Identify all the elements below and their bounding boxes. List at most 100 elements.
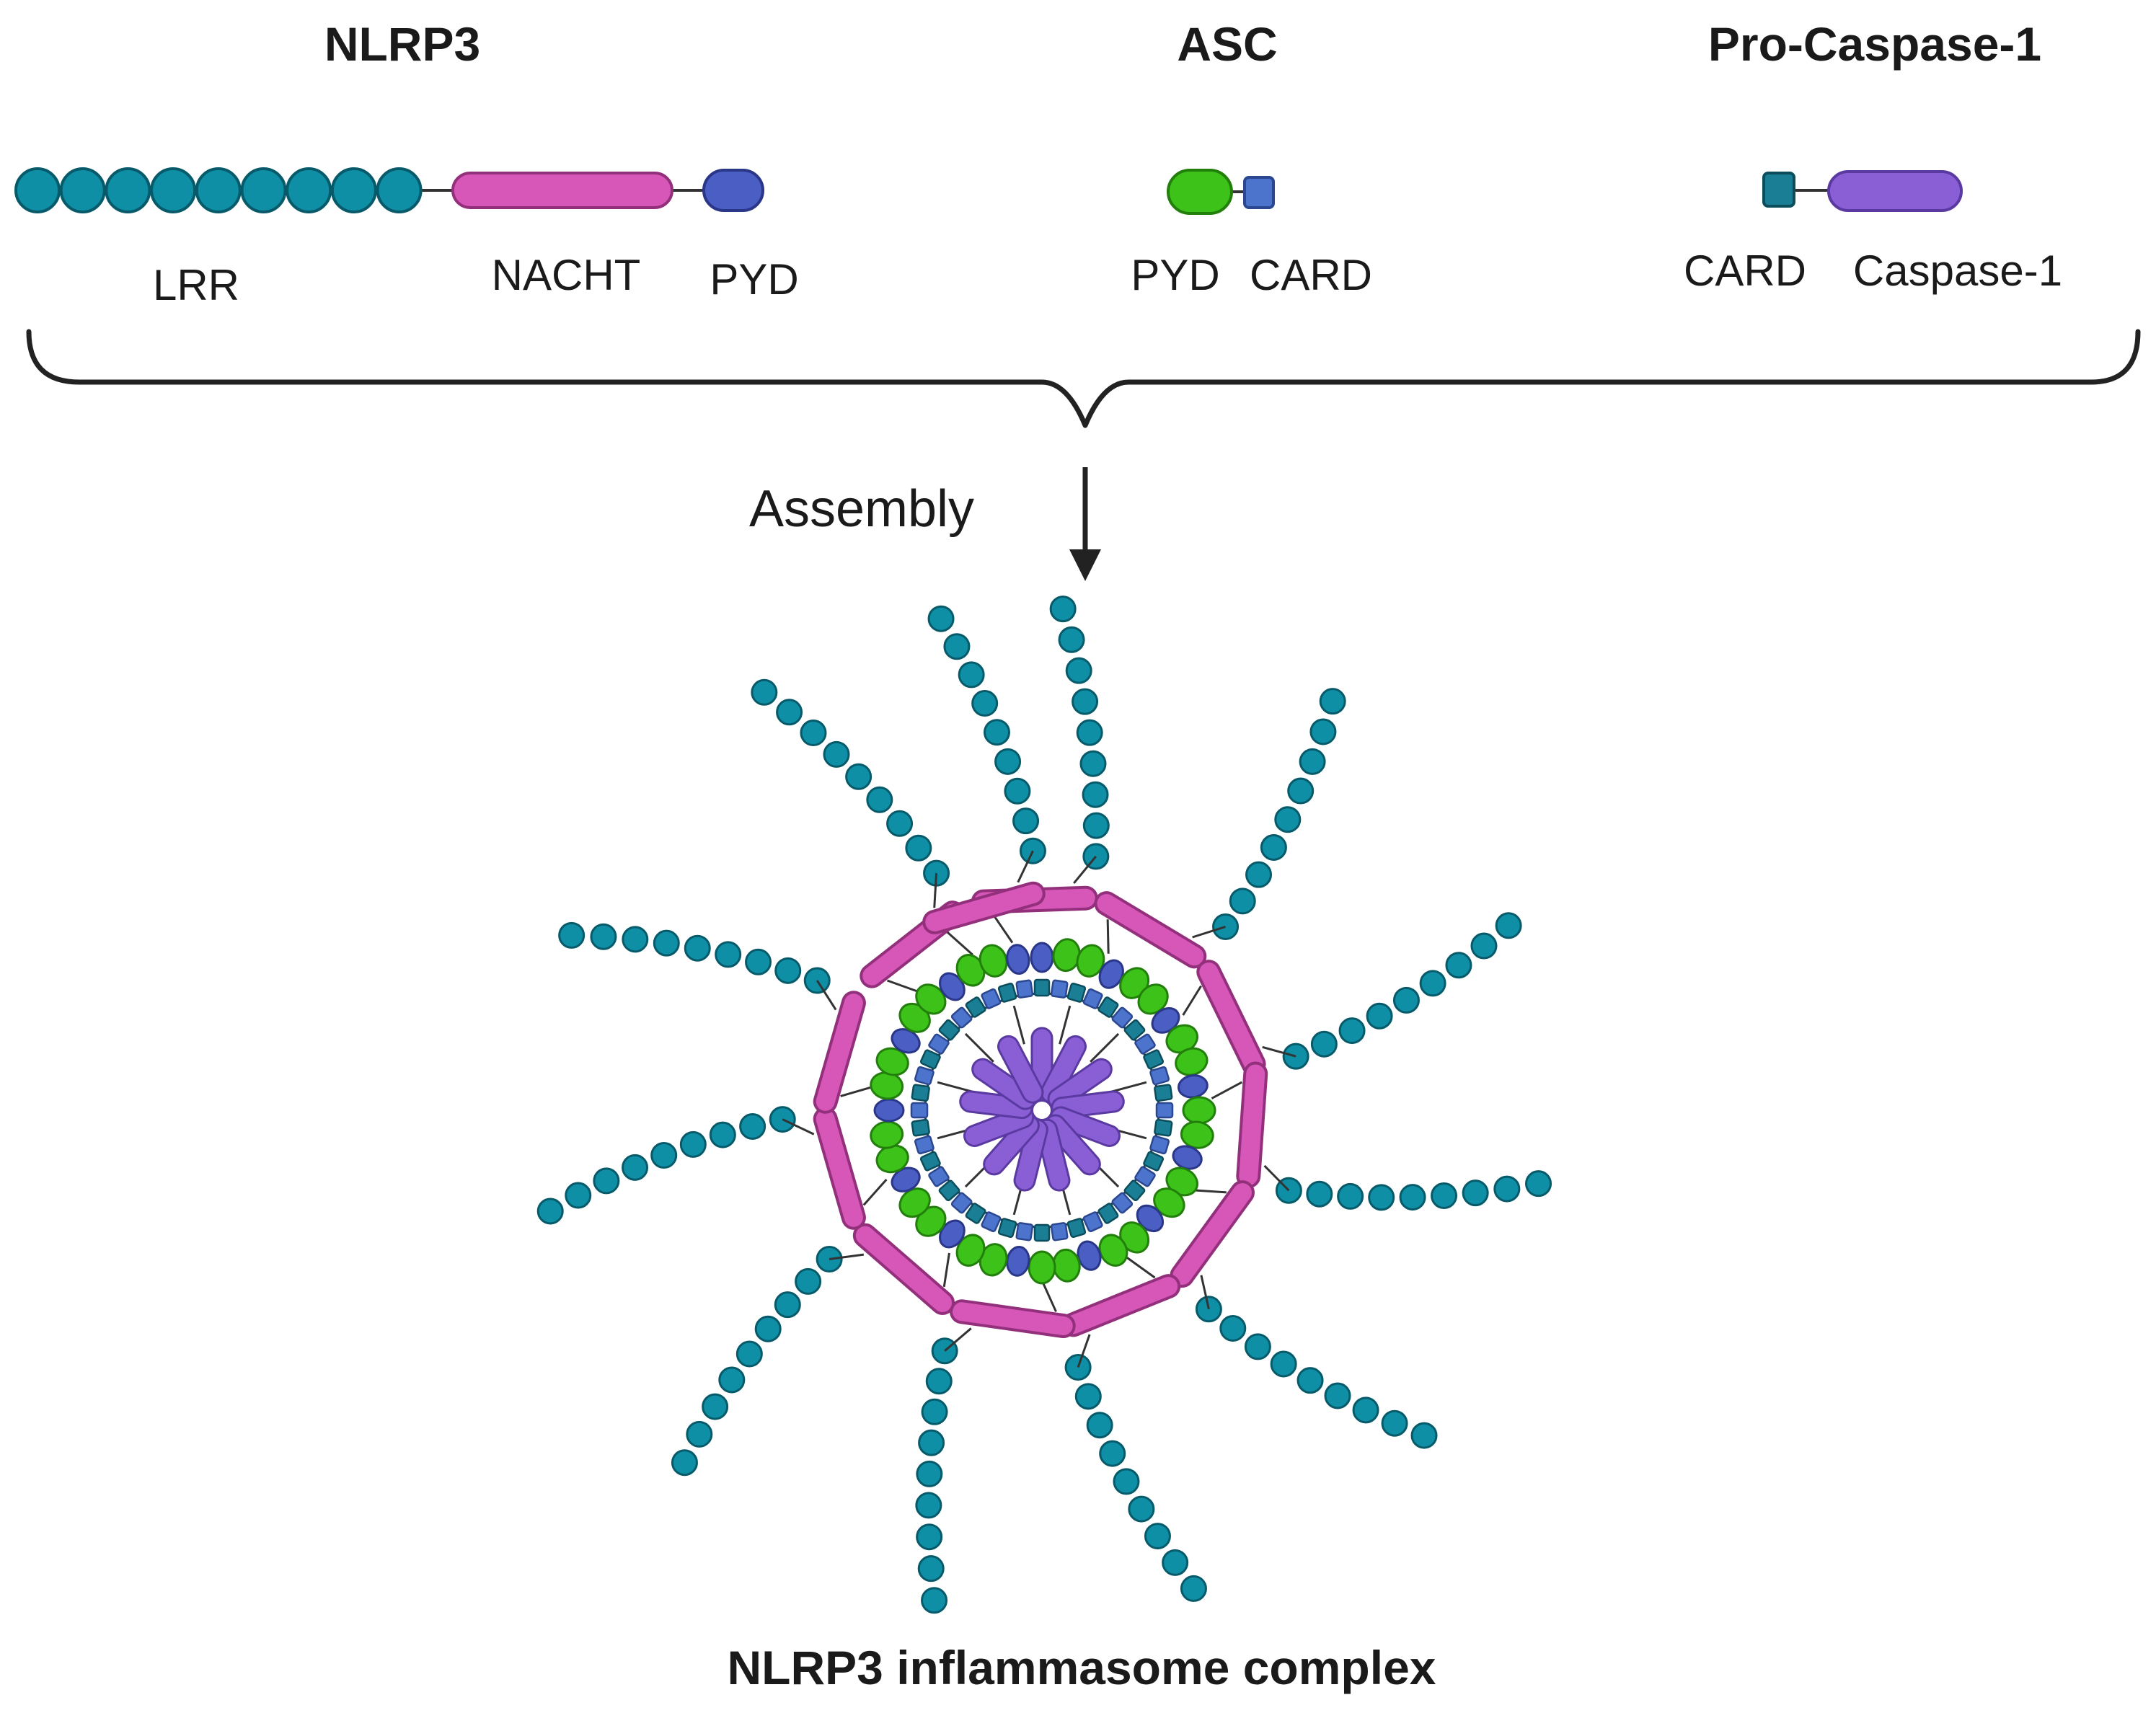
lrr-bead [1431,1182,1458,1210]
asc-pyd-bead [1182,1096,1216,1125]
lrr-bead [59,167,106,213]
lrr-bead [709,1121,736,1148]
casp-card-square [1123,1179,1146,1202]
lrr-label: LRR [153,261,239,309]
lrr-bead [1309,718,1337,745]
lrr-bead [715,941,742,968]
casp-card-square [1097,1203,1119,1224]
lrr-bead [1049,596,1077,623]
lrr-bead [1099,1440,1126,1467]
nlrp3-pyd-bead [873,1098,905,1123]
linker [829,1253,865,1260]
linker [1211,1081,1242,1099]
nacht-domain [451,172,673,209]
lrr-bead [1244,1333,1271,1360]
lrr-bead [1319,688,1346,715]
nacht-segment [950,1299,1076,1339]
nacht-segment [1236,1061,1268,1189]
asc-pyd-bead [1175,1047,1209,1076]
complex-caption: NLRP3 inflammasome complex [728,1641,1436,1694]
nacht-segment [813,1107,866,1230]
lrr-bead [1229,888,1256,915]
asc-card-square [1134,1166,1156,1187]
nacht-segment [1094,891,1207,969]
lrr-chain [536,1106,796,1225]
casp-card-square [911,1118,930,1137]
asc-card-square [1111,1192,1134,1214]
lrr-chain [927,605,1046,864]
lrr-bead [240,167,287,213]
procaspase-card-label: CARD [1684,247,1806,295]
nlrp3-pyd-domain [702,169,764,212]
complex-card-ring [910,978,1174,1242]
lrr-bead [590,923,617,950]
linker [992,913,1014,944]
asc-card-square [928,1166,950,1187]
lrr-bead [1306,1180,1333,1208]
asc-pyd-bead [1098,1234,1128,1267]
casp-card-square [938,1019,960,1041]
casp-card-square [965,1203,986,1224]
lrr-bead [921,1398,948,1425]
linker [1059,1005,1072,1045]
nlrp3-pyd-bead [1177,1074,1209,1099]
asc-card-square [950,1006,973,1029]
linker [1090,1032,1120,1063]
asc-card-square [1155,1102,1174,1119]
lrr-bead [1410,1422,1438,1449]
lrr-chain [751,678,950,887]
lrr-bead [650,1142,678,1169]
lrr-chain [558,921,831,994]
lrr-chain [1282,912,1522,1070]
lrr-bead [1525,1170,1552,1198]
lrr-bead [286,167,332,213]
linker [1192,926,1227,939]
procaspase-title: Pro-Caspase-1 [1708,17,2041,71]
lrr-bead [994,748,1022,775]
linker [840,1085,874,1097]
nacht-label: NACHT [492,251,641,299]
casp-card-square [1097,996,1119,1018]
linker [1182,985,1202,1016]
caspase-core-center [1032,1100,1052,1120]
nacht-segment [813,991,866,1114]
linker [933,873,938,908]
lrr-bead [1470,932,1498,960]
lrr-bead [684,934,711,962]
lrr-bead [1462,1179,1489,1207]
asc-card-domain [1243,176,1275,209]
linker [944,1327,972,1352]
lrr-chain [1212,688,1346,940]
complex-lrr-chains [536,596,1552,1614]
asc-card-square [1149,1135,1170,1155]
lrr-bead [1162,1549,1189,1576]
nlrp3-pyd-bead [1006,944,1030,975]
asc-card-square [1050,979,1069,999]
asc-pyd-bead [978,944,1008,978]
lrr-bead [1076,719,1103,746]
asc-pyd-domain [1167,169,1233,215]
casp-card-square [1143,1151,1165,1172]
linker [1200,1275,1210,1310]
lrr-bead [1337,1182,1364,1210]
asc-pyd-bead [1076,944,1105,978]
nlrp3-pyd-label: PYD [710,255,798,304]
casp-card-square [1154,1118,1173,1137]
lrr-bead [565,1182,592,1209]
casp-card-square [1033,1223,1051,1242]
lrr-bead [1274,806,1302,833]
asc-card-square [1149,1066,1170,1086]
asc-pyd-bead [1153,1187,1185,1218]
lrr-chain [1275,1170,1552,1211]
lrr-bead [915,1492,942,1519]
lrr-bead [376,167,423,213]
casp-card-square [997,982,1017,1003]
asc-card-square [950,1192,973,1214]
lrr-bead [14,167,61,213]
lrr-bead [330,167,377,213]
casp-card-square [965,996,986,1018]
asc-card-square [1082,988,1103,1009]
asc-card-square [1015,1222,1034,1241]
asc-card-square [981,1211,1002,1233]
